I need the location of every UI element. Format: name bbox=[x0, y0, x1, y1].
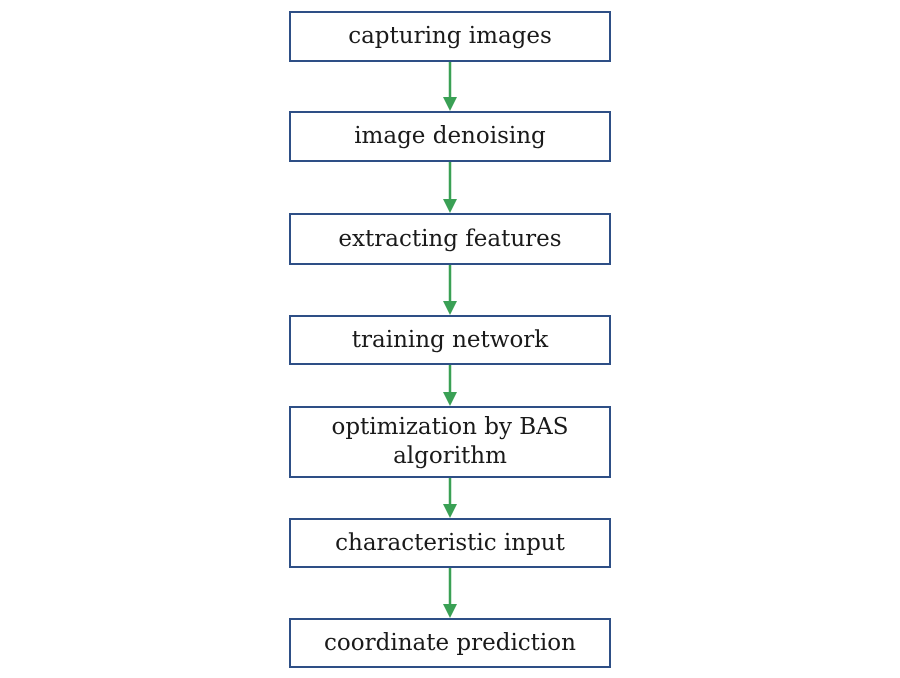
arrow-capture-to-denoise bbox=[443, 62, 457, 111]
step-extracting-features: extracting features bbox=[289, 213, 611, 265]
step-capturing-images: capturing images bbox=[289, 11, 611, 62]
arrow-denoise-to-extract bbox=[443, 162, 457, 213]
arrow-train-to-optimize bbox=[443, 365, 457, 406]
step-image-denoising: image denoising bbox=[289, 111, 611, 162]
arrow-input-to-predict bbox=[443, 568, 457, 618]
step-coordinate-prediction: coordinate prediction bbox=[289, 618, 611, 668]
arrow-optimize-to-input bbox=[443, 478, 457, 518]
step-characteristic-input: characteristic input bbox=[289, 518, 611, 568]
step-optimization-bas: optimization by BAS algorithm bbox=[289, 406, 611, 478]
arrow-extract-to-train bbox=[443, 265, 457, 315]
step-training-network: training network bbox=[289, 315, 611, 365]
